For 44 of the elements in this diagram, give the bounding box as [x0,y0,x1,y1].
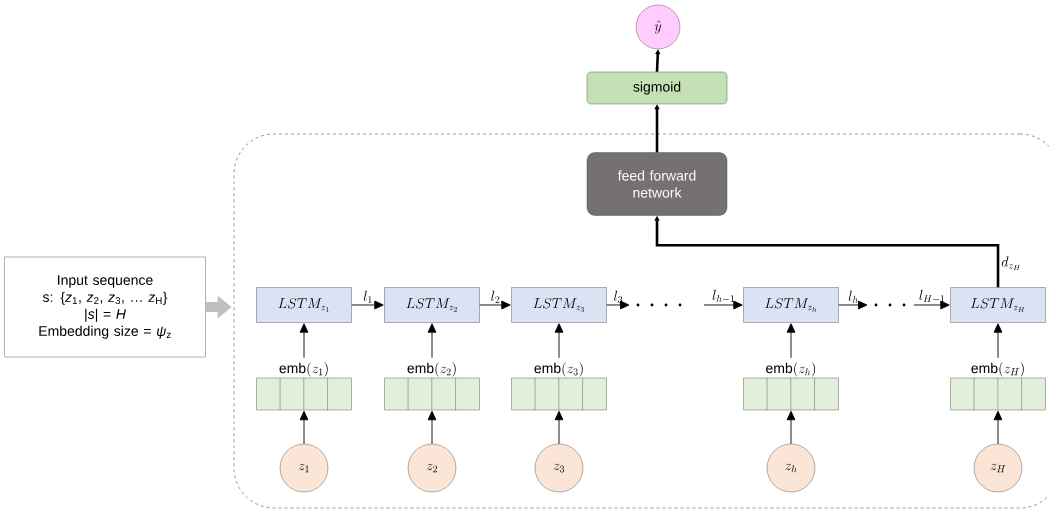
dashed-container [233,133,1049,509]
edge-label: $l_2$ [491,290,500,303]
arrow [554,323,564,359]
lstm-box: $LSTM_{z_2}$ [384,287,480,323]
edge-label: $l_{h-1}$ [712,289,734,303]
lstm-box: $LSTM_{z_1}$ [256,287,352,323]
node-label: $\mathrm{emb}(z_H)$ [971,362,1024,377]
edge-label: $d_{z_H}$ [1001,256,1020,271]
node-label: $\mathrm{emb}(z_h)$ [766,362,816,377]
arrow [351,300,384,310]
embedding-vector: $\mathrm{emb}(z_H)$ [950,362,1046,411]
lstm-box: $LSTM_{z_3}$ [511,287,607,323]
network-box: feed forward network [586,152,728,216]
arrow [993,410,1003,445]
arrow [655,49,661,72]
edge-label: $l_1$ [363,290,372,303]
sigmoid-box: sigmoid [586,71,728,105]
node-label: $\mathrm{emb}(z_2)$ [407,362,456,377]
node-label: $\mathrm{emb}(z_3)$ [534,362,583,377]
arrow [299,323,309,359]
arrow [786,410,796,445]
arrow [703,300,743,310]
embedding-vector: $\mathrm{emb}(z_2)$ [384,362,480,411]
edge-label: $l_{H-1}$ [919,289,945,302]
node-label: $\mathrm{emb}(z_1)$ [279,362,328,377]
arrow [654,104,660,153]
lstm-box: $LSTM_{z_H}$ [950,287,1046,323]
arrow [606,300,630,310]
edge-label: $l_3$ [614,290,623,303]
arrow [427,323,437,359]
arrow [993,323,1003,359]
arrow [786,323,796,359]
arrow [913,300,950,310]
edge-label: $l_h$ [848,290,858,303]
embedding-vector: $\mathrm{emb}(z_1)$ [256,362,352,411]
arrow [299,410,309,445]
embedding-vector: $\mathrm{emb}(z_3)$ [511,362,607,411]
input-box: Input sequence s: {z$_{1}$, z$_{2}$, z$_{3}$, … z$_{H}$} |s| = H Embedding size = ψ$_{z}$ [4,256,206,358]
embedding-vector: $\mathrm{emb}(z_h)$ [743,362,839,411]
arrow [554,410,564,445]
arrow [479,300,511,310]
arrow [838,300,868,310]
lstm-box: $LSTM_{z_h}$ [743,287,839,323]
arrow [427,410,437,445]
